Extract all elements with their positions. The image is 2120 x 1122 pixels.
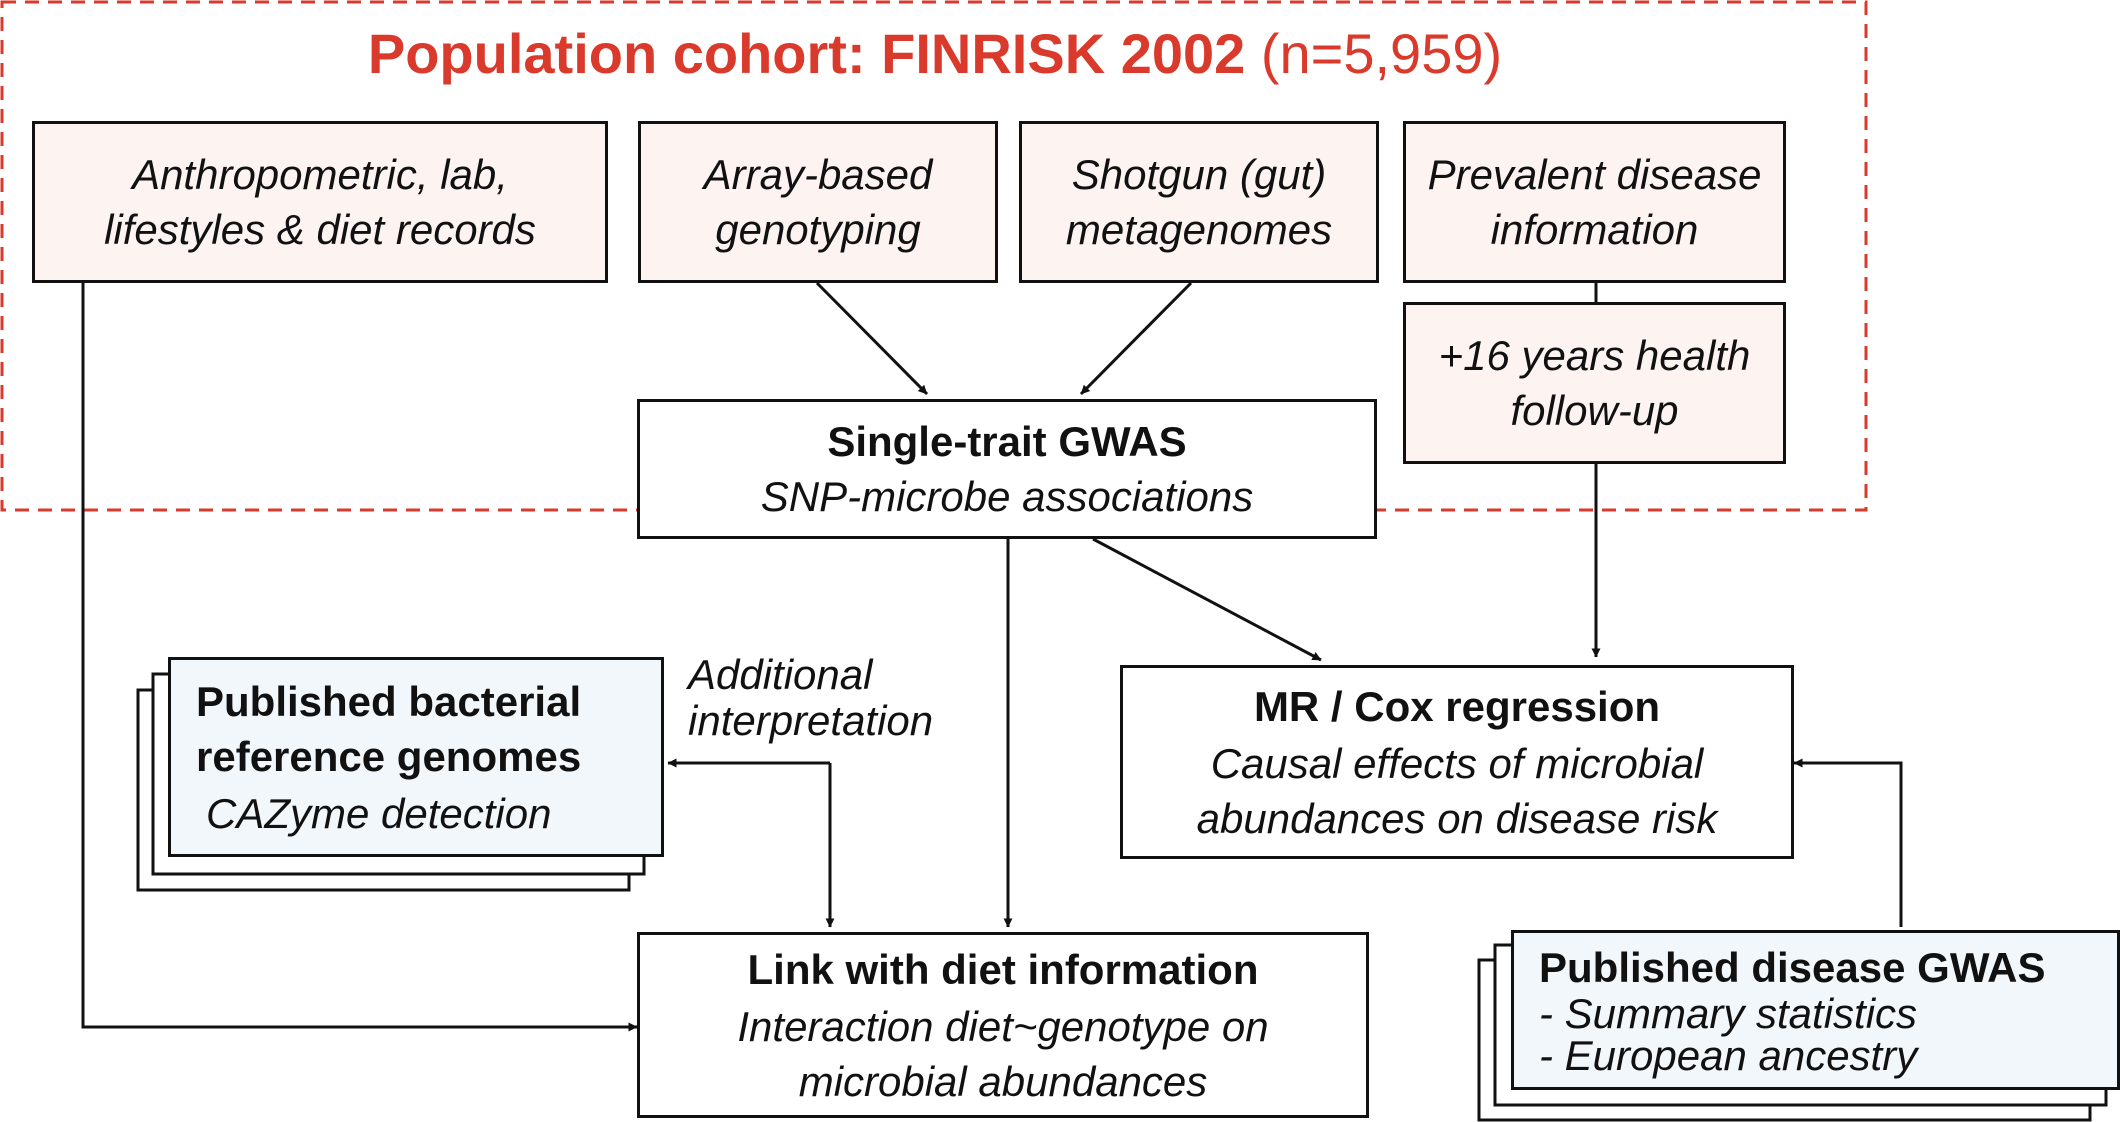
mr-subtitle-line-2: abundances on disease risk [1196,794,1718,842]
diet-title: Link with diet information [747,945,1259,993]
additional-line-2: interpretation [688,697,934,744]
diet-subtitle-line-2: microbial abundances [798,1057,1208,1105]
arrow-genotyping-to-gwas [815,281,929,396]
diet-link-box: Link with diet information Interaction d… [637,932,1369,1118]
metagenomes-line-2: metagenomes [1065,206,1333,253]
followup-line-1: +16 years health [1438,332,1751,379]
bacterial-title-line-2: reference genomes [196,732,582,780]
disease-gwas-title: Published disease GWAS [1539,944,2046,991]
bacterial-genomes-box: Published bacterial reference genomes CA… [168,657,664,857]
arrow-gwas-to-mr [1092,537,1322,662]
mr-cox-box: MR / Cox regression Causal effects of mi… [1120,665,1794,859]
genotyping-box: Array-based genotyping [638,121,998,283]
gwas-subtitle: SNP-microbe associations [760,473,1254,520]
disease-gwas-item-1: - Summary statistics [1539,990,1918,1037]
gwas-title: Single-trait GWAS [827,418,1187,465]
additional-line-1: Additional [688,651,873,698]
arrow-disease-gwas-to-mr [1793,758,1903,927]
genotyping-line-1: Array-based [703,151,933,198]
diet-subtitle-line-1: Interaction diet~genotype on [737,1002,1269,1050]
followup-line-2: follow-up [1510,387,1679,434]
bacterial-subtitle: CAZyme detection [206,789,552,837]
anthropometric-box: Anthropometric, lab, lifestyles & diet r… [32,121,608,283]
prevalent-disease-box: Prevalent disease information [1403,121,1786,283]
mr-title: MR / Cox regression [1253,682,1661,730]
mr-subtitle-line-1: Causal effects of microbial [1210,739,1704,787]
anthropometric-line-2: lifestyles & diet records [104,206,536,253]
followup-box: +16 years health follow-up [1403,302,1786,464]
cohort-title-count: (n=5,959) [1260,22,1503,85]
bacterial-title-line-1: Published bacterial [196,677,582,725]
cohort-frame [0,0,1868,512]
anthropometric-line-1: Anthropometric, lab, [132,151,508,198]
gwas-box: Single-trait GWAS SNP-microbe associatio… [637,399,1377,539]
metagenomes-box: Shotgun (gut) metagenomes [1019,121,1379,283]
prevalent-line-1: Prevalent disease [1427,151,1762,198]
additional-interpretation-label: Additional interpretation [688,652,933,744]
disease-gwas-item-2: - European ancestry [1539,1032,1918,1079]
arrow-metagenomes-to-gwas [1079,281,1193,396]
genotyping-line-2: genotyping [715,206,921,253]
cohort-title-name: Population cohort: FINRISK 2002 [367,22,1246,85]
disease-gwas-box: Published disease GWAS - Summary statist… [1511,930,2120,1090]
cohort-title: Population cohort: FINRISK 2002 (n=5,959… [0,14,1870,94]
metagenomes-line-1: Shotgun (gut) [1071,151,1327,198]
arrow-anthropometric-to-diet [81,283,638,1032]
prevalent-line-2: information [1490,206,1699,253]
